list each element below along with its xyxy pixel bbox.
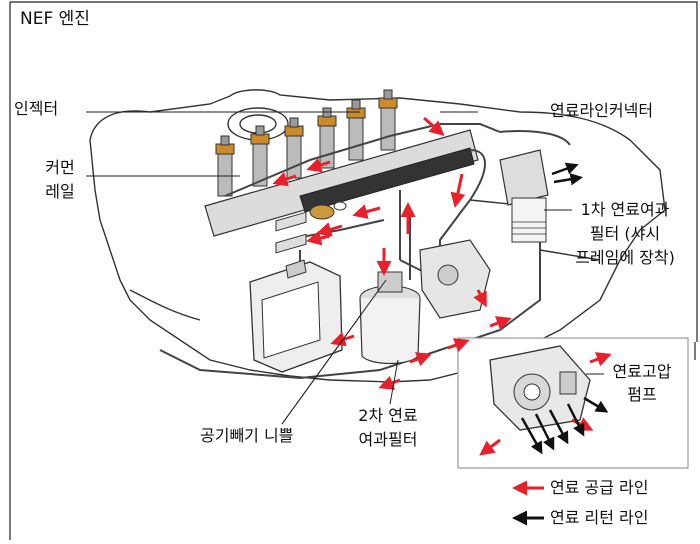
legend-supply-label: 연료 공급 라인 [550, 478, 649, 497]
secondary-fuel-filter [359, 271, 421, 365]
ecu-unit [249, 211, 343, 373]
label-fuel-line-connector: 연료라인커넥터 [550, 101, 654, 120]
label-common-rail-line1: 커먼 [45, 158, 75, 177]
pump-inset [457, 337, 689, 469]
label-primary-filter-line3: 프레임에 장착) [575, 248, 675, 267]
label-secondary-filter-line2: 여과필터 [358, 430, 418, 449]
label-primary-filter-line1: 1차 연료여과 [580, 200, 670, 219]
legend-return-label: 연료 리턴 라인 [550, 508, 649, 527]
primary-fuel-filter [499, 149, 549, 243]
common-rail [204, 129, 479, 237]
label-secondary-filter-line1: 2차 연료 [358, 406, 418, 425]
label-high-pressure-pump-line1: 연료고압 [612, 362, 672, 381]
leader-lines [86, 111, 604, 425]
return-flow-arrows [520, 162, 609, 455]
frame-border [9, 1, 698, 540]
label-high-pressure-pump-line2: 펌프 [627, 385, 657, 404]
diagram-title: NEF 엔진 [20, 9, 90, 29]
label-injector: 인젝터 [14, 99, 59, 118]
legend-arrows [512, 480, 544, 526]
supply-flow-arrows [272, 116, 612, 456]
label-bleed-nipple: 공기빼기 니쁠 [200, 426, 294, 445]
label-primary-filter-line2: 필터 (샤시 [589, 224, 661, 243]
label-common-rail-line2: 레일 [45, 182, 75, 201]
high-pressure-pump-on-engine [419, 239, 491, 319]
